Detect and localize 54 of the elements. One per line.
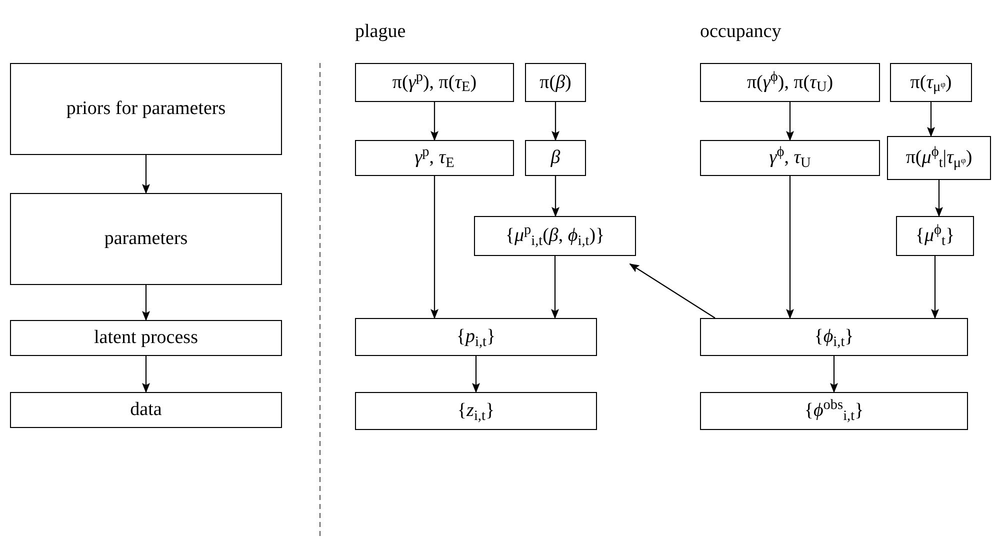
arrow [552, 176, 560, 217]
process-box [355, 392, 597, 430]
box-label: π(τ$_{μᵠ}$) [910, 70, 952, 94]
box-label: {μ$^{p}$$_{i,t}$(β, ϕ$_{i,t}$)} [505, 224, 605, 248]
arrow [786, 102, 794, 141]
box-label: {μ$^{ϕ}$$_{t}$} [915, 224, 955, 248]
arrow [629, 263, 716, 318]
box-label: latent process [94, 326, 198, 350]
arrow [552, 102, 560, 141]
box-label: π(γ$^{p}$), π(τ$_{E}$) [392, 70, 477, 94]
process-box [355, 140, 514, 176]
box-label: π(γ$^{ϕ}$), π(τ$_{U}$) [746, 70, 834, 94]
process-box [525, 140, 586, 176]
box-label: γ$^{p}$, τ$_{E}$ [414, 146, 454, 170]
box-label: β [550, 146, 560, 170]
process-box [10, 392, 282, 428]
arrow [786, 176, 794, 319]
process-box [700, 63, 880, 102]
arrow [927, 102, 935, 137]
box-label: {p$_{i,t}$} [456, 325, 496, 349]
box-label: data [130, 398, 162, 422]
box-label: γ$^{ϕ}$, τ$_{U}$ [769, 146, 811, 170]
box-label: {ϕ$_{i,t}$} [814, 325, 854, 349]
box-label: π(β) [540, 70, 572, 94]
process-box [700, 392, 968, 430]
arrow [430, 102, 438, 141]
process-box [700, 318, 968, 356]
arrow [935, 180, 943, 217]
process-box [700, 140, 880, 176]
process-box [10, 63, 282, 155]
process-box [890, 63, 972, 102]
process-box [887, 136, 991, 180]
process-box [10, 320, 282, 356]
arrow [830, 356, 838, 393]
process-box [525, 63, 586, 102]
process-box [355, 63, 514, 102]
box-label: parameters [104, 227, 188, 251]
box-label: π(μ$^{ϕ}$$_{t}$|τ$_{μᵠ}$) [906, 146, 972, 170]
arrow [142, 285, 150, 321]
process-box [10, 193, 282, 285]
column-heading: occupancy [700, 20, 782, 44]
arrow [551, 256, 559, 319]
arrow [472, 356, 480, 393]
arrow [931, 256, 939, 319]
column-heading: plague [355, 20, 406, 44]
box-label: {z$_{i,t}$} [457, 399, 495, 423]
arrow [430, 176, 438, 319]
process-box [474, 216, 636, 256]
box-label: priors for parameters [66, 97, 226, 121]
box-label: {ϕ$^{obs}$$_{i,t}$} [804, 399, 864, 423]
process-box [355, 318, 597, 356]
arrow [142, 356, 150, 393]
arrow [142, 155, 150, 194]
process-box [896, 216, 974, 256]
